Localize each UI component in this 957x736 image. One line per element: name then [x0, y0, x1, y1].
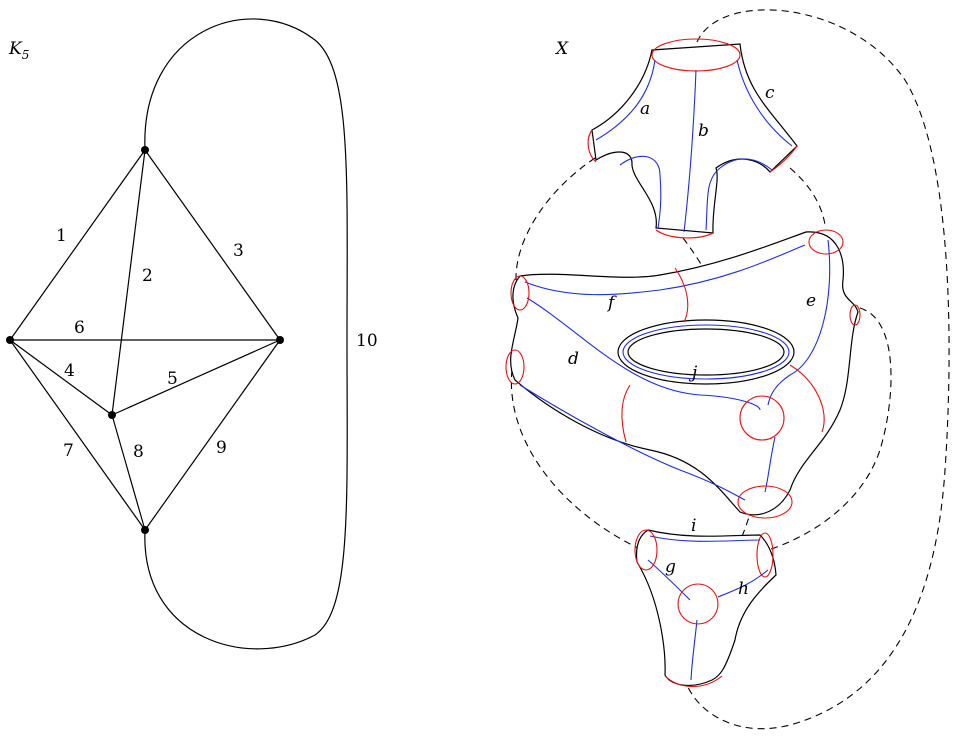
- top-bottom-cuff: [655, 229, 714, 239]
- curve-label-e: e: [806, 291, 816, 311]
- curve-j: [622, 324, 790, 380]
- top-boundary-circle: [651, 38, 741, 72]
- curve-a: [595, 59, 656, 141]
- middle-right-top-circle: [808, 229, 844, 255]
- edge-label-9: 9: [216, 438, 227, 458]
- curve-g: [647, 559, 691, 601]
- curve-f: [524, 244, 806, 296]
- middle-hole-outer: [617, 319, 795, 385]
- dashed-curve-left-lower: [510, 369, 639, 549]
- curve-label-f: f: [606, 293, 617, 313]
- curve-i: [649, 535, 761, 542]
- edge-2: [111, 149, 146, 416]
- middle-lower-right-blue: [764, 436, 776, 493]
- middle-bottom-circle: [737, 485, 793, 519]
- curve-label-g: g: [665, 557, 676, 577]
- edge-label-8: 8: [133, 442, 144, 462]
- top-piece-body: [591, 43, 798, 234]
- edge-3: [144, 149, 281, 341]
- middle-red-top: [674, 267, 689, 323]
- k5-graph: K5 1 2 3 4 5 6 7 8 9 10: [6, 18, 378, 650]
- dashed-curve-top-to-bottom: [686, 9, 950, 730]
- edge-label-1: 1: [56, 226, 67, 246]
- curve-label-h: h: [738, 579, 749, 599]
- edge-9: [144, 339, 281, 531]
- bottom-cuff: [664, 675, 723, 687]
- bottom-inner-circle: [677, 583, 719, 625]
- edge-10: [144, 18, 348, 650]
- edge-label-2: 2: [142, 266, 153, 286]
- vertex-inner: [108, 411, 116, 419]
- edge-label-7: 7: [63, 441, 74, 461]
- curve-label-b: b: [698, 121, 709, 141]
- middle-piece-body: [510, 231, 859, 516]
- dashed-curve-left-upper: [515, 157, 596, 291]
- middle-red-left: [621, 384, 631, 443]
- middle-left-upper-circle: [510, 275, 530, 311]
- middle-piece: f e d j: [505, 229, 861, 519]
- top-piece-inner-left: [619, 155, 662, 229]
- k5-title: K5: [8, 39, 29, 62]
- middle-inner-circle: [739, 395, 785, 441]
- curve-label-a: a: [640, 99, 650, 119]
- dashed-curve-right-lower: [767, 307, 892, 551]
- curve-label-c: c: [765, 83, 775, 103]
- middle-lower-blue: [519, 384, 746, 501]
- dashed-curve-right-upper: [789, 167, 826, 226]
- curve-b: [683, 69, 697, 233]
- middle-red-right: [789, 364, 825, 433]
- curve-e: [767, 239, 831, 406]
- edge-label-3: 3: [233, 241, 244, 261]
- curve-h: [717, 569, 769, 598]
- top-piece-inner-right: [705, 158, 773, 231]
- edge-label-5: 5: [167, 369, 178, 389]
- bottom-right-circle: [756, 532, 774, 578]
- edge-label-6: 6: [74, 318, 85, 338]
- bottom-piece-blue-down: [690, 619, 698, 681]
- edge-8: [111, 414, 146, 531]
- top-right-cuff: [769, 145, 798, 173]
- curve-d: [526, 297, 761, 411]
- middle-right-small-circle: [849, 304, 861, 326]
- surface-x: X a b c: [505, 9, 950, 730]
- curve-label-d: d: [568, 349, 579, 369]
- curve-label-i: i: [691, 516, 696, 536]
- vertex-top: [141, 146, 149, 154]
- top-left-cuff: [587, 129, 597, 163]
- edge-5: [111, 339, 281, 416]
- edge-label-10: 10: [356, 331, 378, 351]
- bottom-left-circle: [634, 529, 658, 571]
- edge-label-4: 4: [64, 361, 75, 381]
- vertex-bottom: [141, 526, 149, 534]
- middle-hole-inner: [627, 328, 785, 376]
- curve-c: [736, 59, 793, 147]
- vertex-left: [6, 336, 14, 344]
- bottom-piece: i g h: [634, 516, 777, 687]
- edge-1: [9, 149, 146, 341]
- surface-title: X: [554, 39, 569, 59]
- top-pants-piece: a b c: [587, 38, 798, 239]
- vertex-right: [276, 336, 284, 344]
- edge-4: [9, 339, 113, 416]
- bottom-piece-body: [635, 529, 777, 687]
- curve-label-j: j: [688, 363, 698, 383]
- middle-left-lower-circle: [505, 349, 525, 385]
- edge-7: [9, 339, 146, 531]
